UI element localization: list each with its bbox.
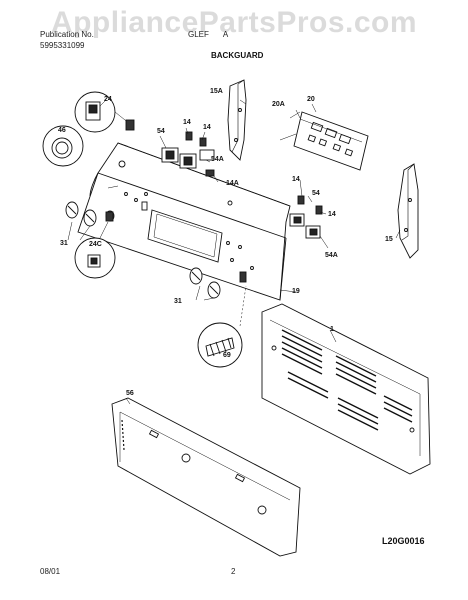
callout-31-left: 31 xyxy=(60,240,68,247)
callout-20: 20 xyxy=(307,96,315,103)
switch-group-upper xyxy=(161,131,215,177)
model-number: GLEF A xyxy=(188,30,228,39)
callout-14-upper-a: 14 xyxy=(183,119,191,126)
callout-31-lower: 31 xyxy=(174,298,182,305)
bottom-panel-56 xyxy=(111,397,301,557)
side-trim-15a xyxy=(227,79,247,161)
callout-24: 24 xyxy=(104,96,112,103)
callout-54a-lower: 54A xyxy=(325,252,338,259)
overlay-20a xyxy=(279,111,301,141)
side-trim-15 xyxy=(397,163,419,259)
callout-14-lower-b: 14 xyxy=(328,211,336,218)
callout-54a-upper: 54A xyxy=(211,156,224,163)
callout-14-lower-a: 14 xyxy=(292,176,300,183)
knobs-31-lower xyxy=(189,267,221,299)
leader-lines xyxy=(67,99,401,405)
callout-20a: 20A xyxy=(272,101,285,108)
callout-14a: 14A xyxy=(226,180,239,187)
section-title: BACKGUARD xyxy=(211,51,264,60)
electronic-control-20 xyxy=(293,111,369,171)
callout-54-upper: 54 xyxy=(157,128,165,135)
detail-circle-69 xyxy=(197,271,247,368)
detail-circle-46 xyxy=(42,125,84,167)
callout-1: 1 xyxy=(330,326,334,333)
detail-circle-24c xyxy=(74,211,116,279)
detail-circle-24 xyxy=(74,91,135,133)
callout-69: 69 xyxy=(223,352,231,359)
callout-46: 46 xyxy=(58,127,66,134)
footer-page-number: 2 xyxy=(231,567,236,576)
model-suffix: A xyxy=(222,30,229,39)
publication-number: 5995331099 xyxy=(40,41,85,50)
control-panel-backguard xyxy=(77,142,291,301)
callout-54-lower: 54 xyxy=(312,190,320,197)
rear-panel-1 xyxy=(261,303,431,475)
model-prefix: GLEF xyxy=(188,30,209,39)
callout-24c: 24C xyxy=(89,241,102,248)
publication-label: Publication No. xyxy=(40,30,94,39)
drawing-code: L20G0016 xyxy=(382,536,425,546)
switch-group-lower xyxy=(289,195,323,239)
callout-19: 19 xyxy=(292,288,300,295)
callout-15: 15 xyxy=(385,236,393,243)
footer-date: 08/01 xyxy=(40,567,61,576)
callout-56: 56 xyxy=(126,390,134,397)
callout-15a: 15A xyxy=(210,88,223,95)
callout-14-upper-b: 14 xyxy=(203,124,211,131)
